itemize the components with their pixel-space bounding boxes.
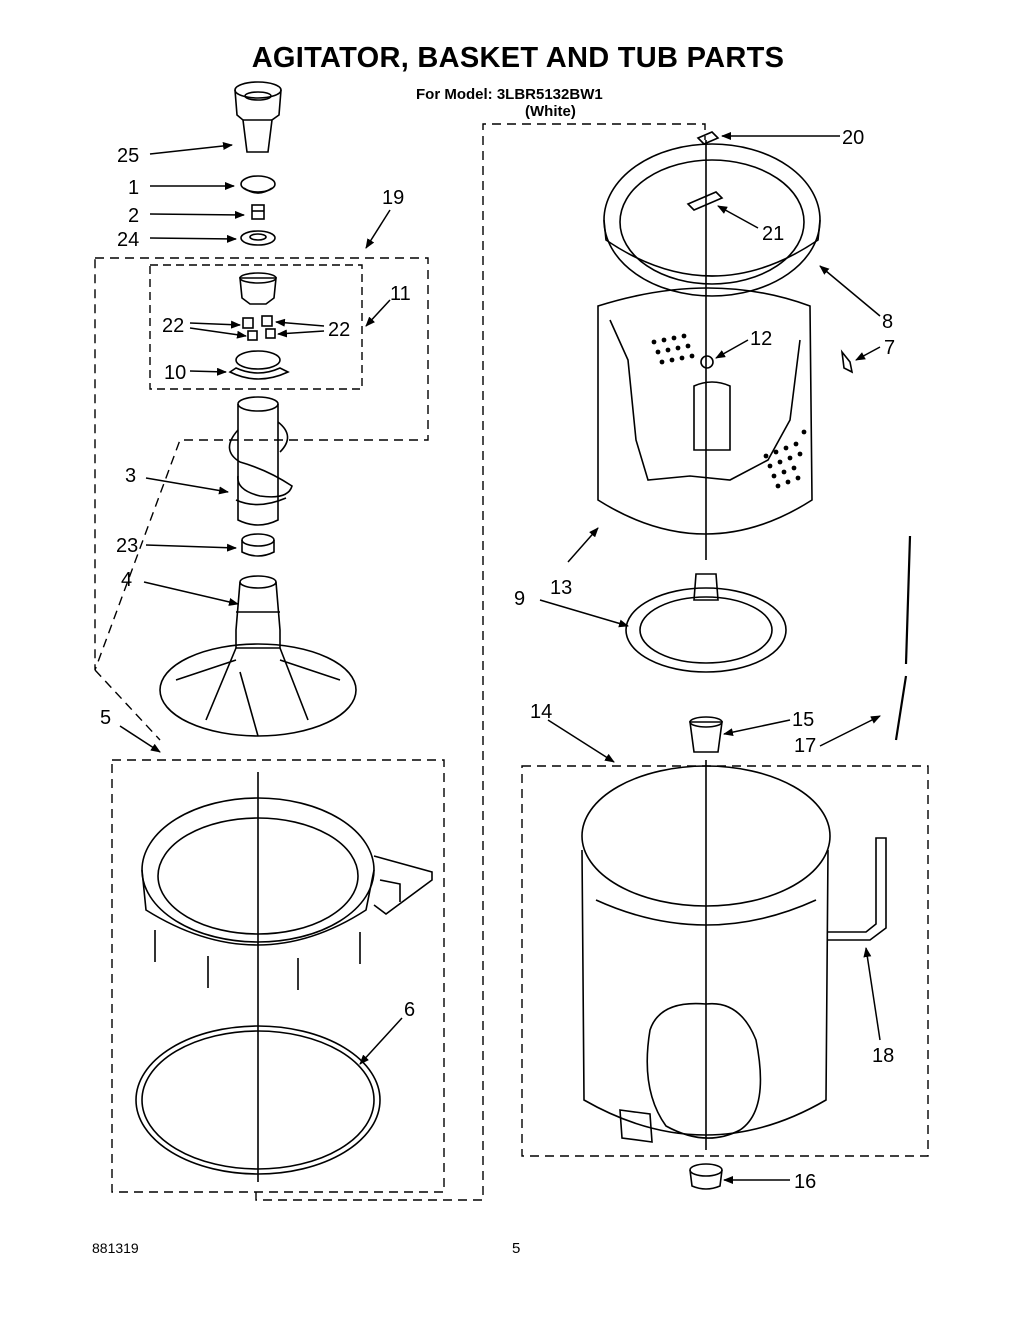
group-box-5 (111, 759, 445, 1193)
callout-21: 21 (762, 223, 784, 245)
callout-2: 2 (128, 205, 139, 227)
part-25-fabric-softener-cup (234, 81, 282, 153)
model-number: For Model: 3LBR5132BW1 (416, 86, 603, 103)
callout-10: 10 (164, 362, 186, 384)
callout-20: 20 (842, 127, 864, 149)
part-cam-assembly (239, 272, 277, 305)
part-1-cap (240, 175, 276, 194)
part-22-dogs (242, 315, 276, 341)
callout-12: 12 (750, 328, 772, 350)
callout-22-left: 22 (162, 315, 184, 337)
callout-4: 4 (121, 569, 132, 591)
group-box-11 (149, 264, 363, 390)
leader-lines (119, 132, 881, 1184)
callout-3: 3 (125, 465, 136, 487)
part-23-bearing (241, 533, 275, 557)
callout-6: 6 (404, 999, 415, 1021)
callout-11: 11 (390, 283, 411, 305)
part-10-cam (228, 350, 290, 380)
callout-23: 23 (116, 535, 138, 557)
part-24-washer (240, 230, 276, 246)
callout-1: 1 (128, 177, 139, 199)
part-13-basket (597, 140, 813, 560)
callout-13: 13 (550, 577, 572, 599)
callout-15: 15 (792, 709, 814, 731)
callout-22-right: 22 (328, 319, 350, 341)
page-number: 5 (512, 1240, 521, 1257)
part-8-balance-ring (603, 143, 821, 297)
callout-14: 14 (530, 701, 552, 723)
part-2-bolt (251, 204, 265, 220)
callout-8: 8 (882, 311, 893, 333)
callout-7: 7 (884, 337, 895, 359)
part-18-drain-hose (828, 837, 887, 941)
part-16-seal (689, 1163, 723, 1190)
basket-holes (651, 333, 807, 489)
callout-24: 24 (117, 229, 139, 251)
part-6-gasket (135, 1025, 381, 1175)
callout-19: 19 (382, 187, 404, 209)
part-3-auger (228, 396, 293, 526)
part-20-clip (696, 131, 720, 145)
callout-5: 5 (100, 707, 111, 729)
connector-line (94, 123, 706, 1201)
group-box-19 (94, 257, 429, 671)
part-17-hose (894, 535, 912, 741)
part-21-clip (686, 191, 724, 211)
callout-16: 16 (794, 1171, 816, 1193)
part-7-clip (840, 349, 854, 374)
callout-17: 17 (794, 735, 816, 757)
model-color: (White) (525, 103, 576, 120)
part-14-outer-tub (581, 760, 831, 1150)
callout-25: 25 (117, 145, 139, 167)
callout-9: 9 (514, 588, 525, 610)
page-title: AGITATOR, BASKET AND TUB PARTS (251, 42, 785, 74)
part-9-drive-block (625, 573, 787, 673)
part-15-nut (689, 716, 723, 753)
document-code: 881319 (92, 1240, 139, 1256)
part-5-tub-ring (141, 772, 433, 1182)
callout-18: 18 (872, 1045, 894, 1067)
part-4-agitator-base (159, 575, 357, 737)
